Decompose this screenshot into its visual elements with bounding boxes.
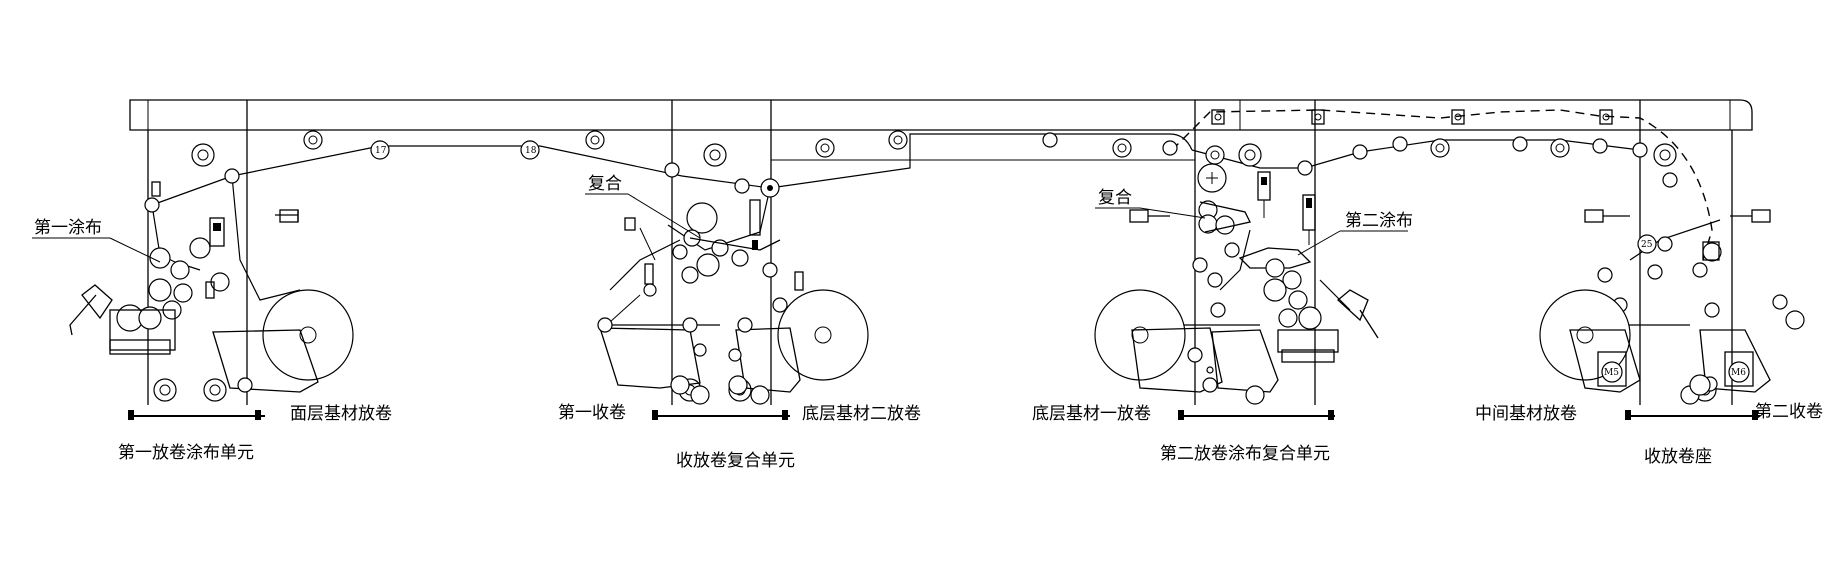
guide-rollers <box>144 130 1805 330</box>
callout-leaders <box>32 193 1408 263</box>
swing-arms <box>212 327 1771 405</box>
roller-number-25: 25 <box>1641 240 1653 250</box>
roller-number-18: 18 <box>525 146 537 156</box>
dashed-web-path <box>1171 109 1713 271</box>
label-unit-1: 第一放卷涂布单元 <box>118 443 254 463</box>
label-middle-unwind: 中间基材放卷 <box>1475 404 1577 424</box>
label-face-unwind: 面层基材放卷 <box>290 404 392 424</box>
label-second-coating: 第二涂布 <box>1345 211 1413 231</box>
motor-label-m5: M5 <box>1604 368 1619 378</box>
roller-numbers: 17 18 25 M5 M6 <box>370 140 1746 378</box>
label-bottom-unwind-2: 底层基材二放卷 <box>802 404 921 424</box>
motor-label-m6: M6 <box>1731 368 1746 378</box>
coating-station-1 <box>69 181 299 355</box>
top-beam <box>129 99 1753 131</box>
label-compound-right: 复合 <box>1098 188 1132 208</box>
label-bottom-unwind-1: 底层基材一放卷 <box>1032 404 1151 424</box>
overhead-brackets <box>1211 109 1771 223</box>
label-compound-left: 复合 <box>588 174 622 194</box>
label-unit-3: 第二放卷涂布复合单元 <box>1160 444 1330 464</box>
label-first-rewind: 第一收卷 <box>558 403 626 423</box>
label-unit-2: 收放卷复合单元 <box>676 451 795 471</box>
label-unit-4: 收放卷座 <box>1644 447 1712 467</box>
label-second-rewind: 第二收卷 <box>1755 402 1823 422</box>
compound-station-left <box>597 199 804 362</box>
label-first-coating: 第一涂布 <box>34 218 102 238</box>
motors <box>1597 241 1754 396</box>
large-rolls <box>262 289 1631 381</box>
base-plates <box>128 410 1760 420</box>
frame-bearings <box>153 143 1717 402</box>
compound-coating-station-2 <box>1129 163 1379 374</box>
web-path <box>151 133 1721 326</box>
roller-number-17: 17 <box>375 146 387 156</box>
